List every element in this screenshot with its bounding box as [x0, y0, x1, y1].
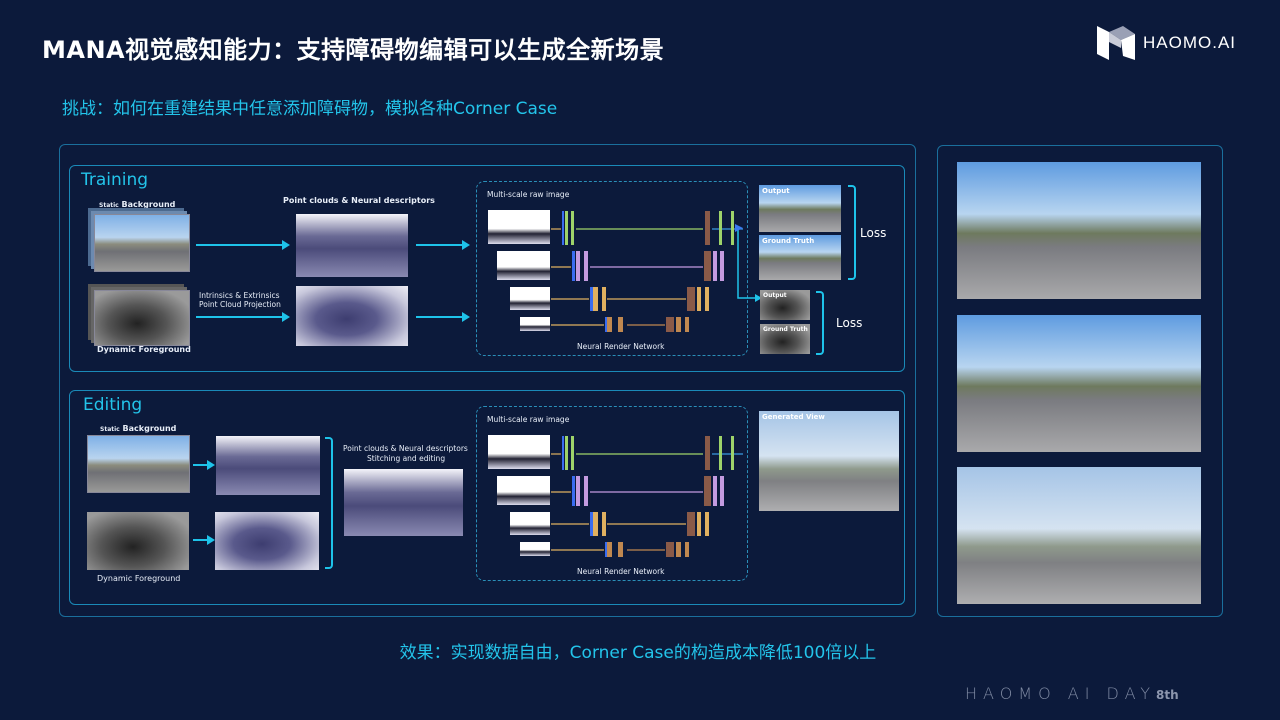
neural-render-network: Multi-scale raw image Neural Render Netw… — [476, 406, 748, 581]
arrow — [416, 312, 470, 322]
effect-text: 效果：实现数据自由，Corner Case的构造成本降低100倍以上 — [399, 643, 877, 663]
haomo-logo-icon — [1097, 26, 1135, 60]
footer-brand: HAOMO AI DAY8th — [965, 684, 1179, 703]
multi-scale-label: Multi-scale raw image — [487, 415, 570, 424]
output-image: Output — [759, 185, 841, 232]
editing-title: Editing — [83, 395, 143, 415]
arrow — [196, 240, 290, 250]
result-image-3 — [957, 467, 1201, 604]
dynamic-foreground-image — [87, 512, 189, 570]
loss-brace — [848, 185, 856, 280]
training-title: Training — [81, 170, 149, 190]
multi-scale-label: Multi-scale raw image — [487, 190, 570, 199]
result-image-1 — [957, 162, 1201, 299]
point-cloud-label: Point clouds & Neural descriptors — [283, 196, 435, 205]
static-background-label: Static Background — [99, 200, 176, 209]
stitched-point-cloud-image — [344, 469, 463, 536]
static-background-image — [87, 435, 190, 493]
results-panel — [937, 145, 1223, 617]
point-cloud-car-image — [296, 286, 408, 346]
loss-label: Loss — [860, 226, 887, 240]
challenge-text: 挑战：如何在重建结果中任意添加障碍物，模拟各种Corner Case — [62, 99, 558, 119]
dynamic-foreground-label: Dynamic Foreground — [97, 345, 191, 354]
haomo-logo: HAOMO.AI — [1097, 26, 1236, 60]
ground-truth-car-image: Ground Truth — [760, 324, 810, 354]
unet-svg — [488, 435, 743, 557]
generated-view-image: Generated View — [759, 411, 899, 511]
arrow — [416, 240, 470, 250]
dynamic-foreground-image — [94, 290, 190, 346]
training-section — [69, 165, 905, 372]
network-label: Neural Render Network — [577, 342, 665, 351]
point-cloud-scene-image — [216, 436, 320, 495]
unet-svg — [488, 210, 743, 332]
result-image-2 — [957, 315, 1201, 452]
static-background-image — [94, 214, 190, 272]
stitch-label-1: Point clouds & Neural descriptors — [343, 444, 468, 453]
loss-brace — [816, 291, 824, 355]
arrow — [196, 312, 290, 322]
static-background-label: Static Background — [100, 424, 177, 433]
projection-label-2: Point Cloud Projection — [199, 300, 281, 309]
merge-brace — [325, 437, 333, 569]
loss-label: Loss — [836, 316, 863, 330]
logo-text: HAOMO.AI — [1143, 33, 1237, 52]
output-car-image: Output — [760, 290, 810, 320]
arrow — [193, 460, 215, 470]
stitch-label-2: Stitching and editing — [367, 454, 446, 463]
ground-truth-image: Ground Truth — [759, 235, 841, 280]
arrow — [193, 535, 215, 545]
page-title: MANA视觉感知能力：支持障碍物编辑可以生成全新场景 — [42, 36, 665, 64]
dynamic-foreground-label: Dynamic Foreground — [97, 574, 181, 583]
point-cloud-car-image — [215, 512, 319, 570]
pipeline-panel — [59, 144, 916, 617]
point-cloud-scene-image — [296, 214, 408, 277]
neural-render-network: Multi-scale raw image Neural Render Netw… — [476, 181, 748, 356]
network-label: Neural Render Network — [577, 567, 665, 576]
output-branch-arrow — [735, 224, 762, 302]
projection-label-1: Intrinsics & Extrinsics — [199, 291, 280, 300]
editing-section — [69, 390, 905, 605]
